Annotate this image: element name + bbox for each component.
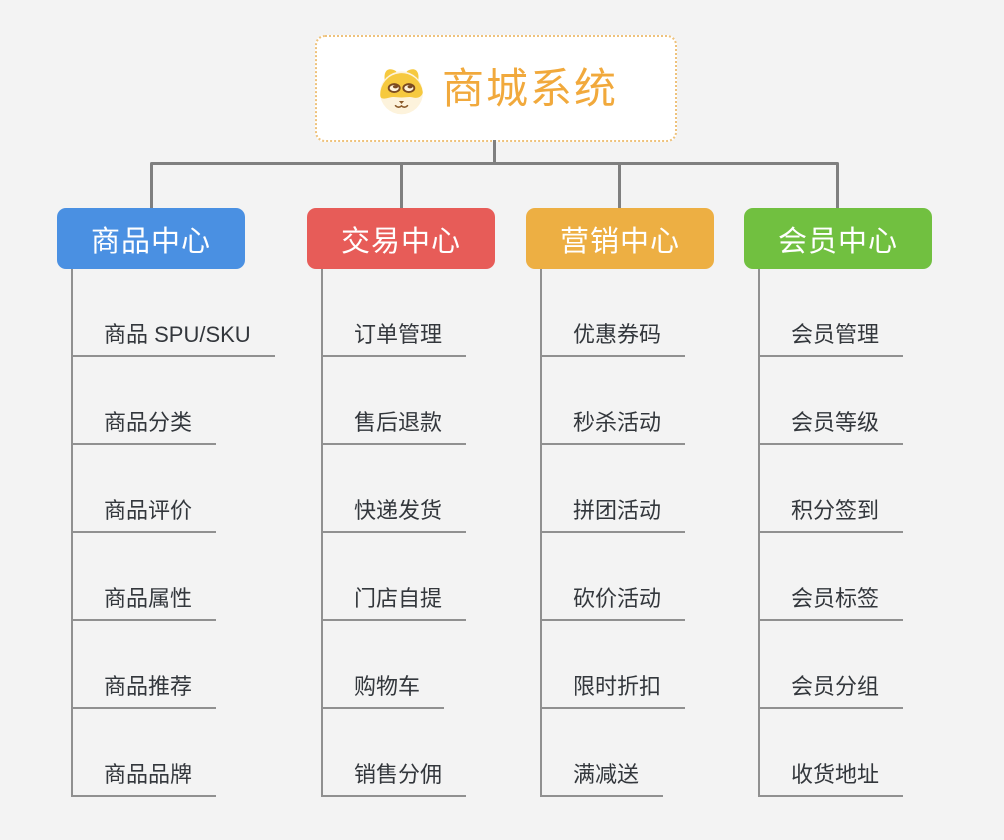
branch-item-list: 会员管理 会员等级 积分签到 会员标签 会员分组 收货地址	[758, 269, 994, 797]
mindmap-node[interactable]: 商品评价	[73, 445, 307, 533]
mindmap-node[interactable]: 会员分组	[760, 621, 994, 709]
node-label: 商品 SPU/SKU	[73, 317, 275, 357]
node-label: 门店自提	[323, 581, 467, 621]
mindmap-node[interactable]: 商品品牌	[73, 709, 307, 797]
connector-drop	[400, 164, 403, 208]
node-label: 会员分组	[760, 669, 904, 709]
node-label: 会员标签	[760, 581, 904, 621]
node-label: 收货地址	[760, 757, 904, 797]
root-node[interactable]: 商城系统	[315, 35, 677, 142]
node-label: 订单管理	[323, 317, 467, 357]
mindmap-node[interactable]: 会员管理	[760, 269, 994, 357]
mindmap-node[interactable]: 限时折扣	[542, 621, 776, 709]
connector-trunk	[493, 140, 496, 164]
node-label: 商品品牌	[73, 757, 217, 797]
mindmap-node[interactable]: 积分签到	[760, 445, 994, 533]
node-label: 满减送	[542, 757, 664, 797]
mindmap-node[interactable]: 商品属性	[73, 533, 307, 621]
node-label: 购物车	[323, 669, 445, 709]
mindmap-node[interactable]: 快递发货	[323, 445, 557, 533]
mindmap-node[interactable]: 优惠券码	[542, 269, 776, 357]
node-label: 商品推荐	[73, 669, 217, 709]
mindmap-node[interactable]: 会员等级	[760, 357, 994, 445]
branch-header[interactable]: 营销中心	[526, 208, 714, 269]
mindmap-node[interactable]: 会员标签	[760, 533, 994, 621]
connector-drop	[836, 164, 839, 208]
mindmap-node[interactable]: 门店自提	[323, 533, 557, 621]
branch-member-center: 会员中心 会员管理 会员等级 积分签到 会员标签 会员分组 收货地址	[744, 208, 994, 797]
root-title: 商城系统	[441, 64, 618, 112]
branch-trade-center: 交易中心 订单管理 售后退款 快递发货 门店自提 购物车 销售分佣	[307, 208, 557, 797]
node-label: 商品评价	[73, 493, 217, 533]
node-label: 秒杀活动	[542, 405, 686, 445]
node-label: 快递发货	[323, 493, 467, 533]
branch-product-center: 商品中心 商品 SPU/SKU 商品分类 商品评价 商品属性 商品推荐 商品品牌	[57, 208, 307, 797]
node-label: 积分签到	[760, 493, 904, 533]
mindmap-node[interactable]: 秒杀活动	[542, 357, 776, 445]
mindmap-node[interactable]: 购物车	[323, 621, 557, 709]
mindmap-node[interactable]: 订单管理	[323, 269, 557, 357]
dog-face-icon	[380, 69, 423, 115]
node-label: 售后退款	[323, 405, 467, 445]
branch-header[interactable]: 会员中心	[744, 208, 932, 269]
node-label: 限时折扣	[542, 669, 686, 709]
branch-item-list: 订单管理 售后退款 快递发货 门店自提 购物车 销售分佣	[321, 269, 557, 797]
node-label: 砍价活动	[542, 581, 686, 621]
branch-header[interactable]: 商品中心	[57, 208, 245, 269]
branch-header[interactable]: 交易中心	[307, 208, 495, 269]
node-label: 拼团活动	[542, 493, 686, 533]
connector-drop	[150, 164, 153, 208]
mindmap-node[interactable]: 砍价活动	[542, 533, 776, 621]
branch-item-list: 优惠券码 秒杀活动 拼团活动 砍价活动 限时折扣 满减送	[540, 269, 776, 797]
node-label: 销售分佣	[323, 757, 467, 797]
mindmap-node[interactable]: 商品 SPU/SKU	[73, 269, 307, 357]
connector-drop	[618, 164, 621, 208]
mindmap-node[interactable]: 收货地址	[760, 709, 994, 797]
node-label: 会员等级	[760, 405, 904, 445]
mindmap-node[interactable]: 商品推荐	[73, 621, 307, 709]
branch-marketing-center: 营销中心 优惠券码 秒杀活动 拼团活动 砍价活动 限时折扣 满减送	[526, 208, 776, 797]
node-label: 商品属性	[73, 581, 217, 621]
mindmap-node[interactable]: 满减送	[542, 709, 776, 797]
node-label: 会员管理	[760, 317, 904, 357]
mindmap-node[interactable]: 售后退款	[323, 357, 557, 445]
node-label: 优惠券码	[542, 317, 686, 357]
node-label: 商品分类	[73, 405, 217, 445]
mindmap-node[interactable]: 销售分佣	[323, 709, 557, 797]
connector-horizontal	[150, 162, 839, 165]
mindmap-node[interactable]: 商品分类	[73, 357, 307, 445]
mindmap-node[interactable]: 拼团活动	[542, 445, 776, 533]
branch-item-list: 商品 SPU/SKU 商品分类 商品评价 商品属性 商品推荐 商品品牌	[71, 269, 307, 797]
